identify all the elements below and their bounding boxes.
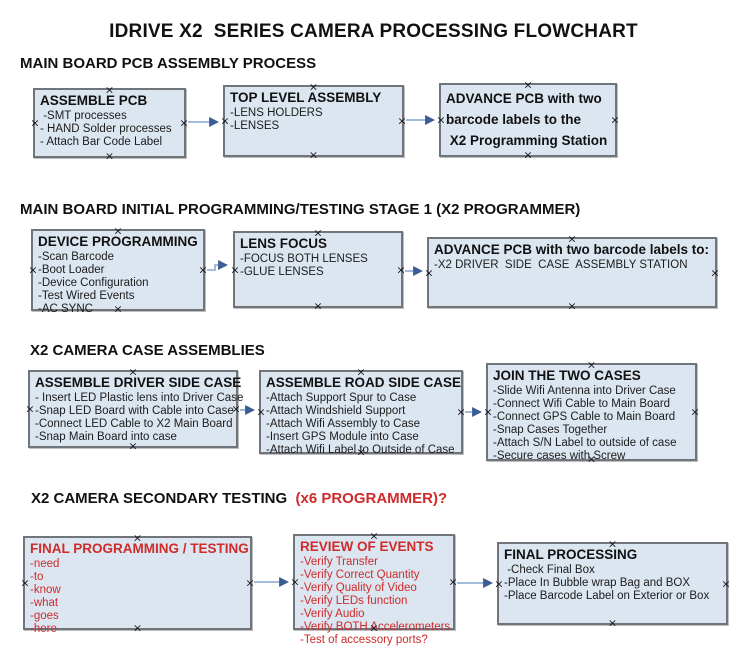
box-item: -Attach Wifi Label to Outside of Case [266, 444, 455, 456]
box-item: -what [30, 597, 59, 609]
box-title: TOP LEVEL ASSEMBLY [230, 90, 382, 105]
box-title: ASSEMBLE DRIVER SIDE CASE [35, 375, 242, 390]
box-items: -LENS HOLDERS-LENSES [230, 107, 398, 133]
box-item: -LENSES [230, 120, 280, 132]
box-item: -Snap Cases Together [493, 424, 608, 436]
box-item: -Connect GPS Cable to Main Board [493, 411, 676, 423]
section-heading-text: X2 CAMERA SECONDARY TESTING [31, 490, 288, 507]
box-item: -Snap LED Board with Cable into Case [35, 405, 234, 417]
box-item: -know [30, 584, 61, 596]
box-item: -Test Wired Events [38, 290, 135, 302]
box-items: -need-to-know-what-goes-here [30, 558, 246, 636]
box-item: -here [30, 623, 57, 635]
box-items: -Slide Wifi Antenna into Driver Case-Con… [493, 385, 691, 463]
box-title: REVIEW OF EVENTS [300, 539, 434, 554]
section-heading-initial-programming: MAIN BOARD INITIAL PROGRAMMING/TESTING S… [20, 201, 580, 218]
box-item: -FOCUS BOTH LENSES [240, 253, 368, 265]
flow-box-advance-pcb-programming-station[interactable]: ADVANCE PCB with two barcode labels to t… [436, 80, 619, 161]
flow-box-lens-focus[interactable]: LENS FOCUS -FOCUS BOTH LENSES-GLUE LENSE… [230, 228, 405, 312]
box-item: -Connect LED Cable to X2 Main Board [35, 418, 233, 430]
section-heading-text: X2 CAMERA CASE ASSEMBLIES [30, 342, 265, 359]
box-item: -goes [30, 610, 59, 622]
box-item: -Scan Barcode [38, 251, 115, 263]
box-title: ADVANCE PCB with two barcode labels to t… [446, 91, 608, 148]
box-item: -Verify Quality of Video [300, 582, 417, 594]
box-title: JOIN THE TWO CASES [493, 368, 641, 383]
box-items: -Check Final Box-Place In Bubble wrap Ba… [504, 564, 722, 603]
flow-box-review-of-events[interactable]: REVIEW OF EVENTS -Verify Transfer-Verify… [290, 531, 457, 647]
flow-box-join-the-two-cases[interactable]: JOIN THE TWO CASES -Slide Wifi Antenna i… [483, 360, 699, 465]
box-item: -Boot Loader [38, 264, 105, 276]
box-item: -Attach Support Spur to Case [266, 392, 417, 404]
box-item: -Place In Bubble wrap Bag and BOX [504, 577, 691, 589]
box-items: -Verify Transfer-Verify Correct Quantity… [300, 556, 451, 647]
box-item: -Slide Wifi Antenna into Driver Case [493, 385, 676, 397]
box-item: -need [30, 558, 60, 570]
box-item: -Verify LEDs function [300, 595, 408, 607]
box-item: -GLUE LENSES [240, 266, 324, 278]
flow-box-top-level-assembly[interactable]: TOP LEVEL ASSEMBLY -LENS HOLDERS-LENSES … [220, 82, 406, 161]
box-title: FINAL PROCESSING [504, 547, 638, 562]
box-items: -FOCUS BOTH LENSES-GLUE LENSES [240, 253, 397, 279]
box-item: -Verify BOTH Accelerometers [300, 621, 451, 633]
section-heading-text: MAIN BOARD INITIAL PROGRAMMING/TESTING S… [20, 201, 581, 218]
box-item: -LENS HOLDERS [230, 107, 323, 119]
box-item: -Verify Correct Quantity [300, 569, 420, 581]
box-item: -SMT processes [40, 110, 127, 122]
flow-box-advance-pcb-driver-side-station[interactable]: ADVANCE PCB with two barcode labels to: … [424, 234, 719, 312]
box-item: -Connect Wifi Cable to Main Board [493, 398, 671, 410]
section-heading-text: MAIN BOARD PCB ASSEMBLY PROCESS [20, 55, 317, 72]
page-title: IDRIVE X2 SERIES CAMERA PROCESSING FLOWC… [109, 21, 638, 42]
flow-box-assemble-road-side-case[interactable]: ASSEMBLE ROAD SIDE CASE -Attach Support … [256, 367, 465, 458]
flow-box-final-processing[interactable]: FINAL PROCESSING -Check Final Box-Place … [494, 539, 730, 629]
box-title: DEVICE PROGRAMMING [38, 234, 198, 249]
box-items: -X2 DRIVER SIDE CASE ASSEMBLY STATION [434, 259, 711, 272]
box-items: -Scan Barcode-Boot Loader-Device Configu… [38, 251, 199, 316]
box-title: ASSEMBLE PCB [40, 93, 148, 108]
section-heading-secondary-testing: X2 CAMERA SECONDARY TESTING (x6 PROGRAMM… [31, 490, 447, 507]
box-item: -Device Configuration [38, 277, 149, 289]
box-item: -Attach Wifi Assembly to Case [266, 418, 421, 430]
box-item: -Place Barcode Label on Exterior or Box [504, 590, 710, 602]
box-item: -Snap Main Board into case [35, 431, 177, 443]
box-title: FINAL PROGRAMMING / TESTING [30, 541, 249, 556]
box-title: LENS FOCUS [240, 236, 328, 251]
box-item: - Attach Bar Code Label [40, 136, 163, 148]
box-item: -Insert GPS Module into Case [266, 431, 419, 443]
box-item: -Verify Audio [300, 608, 365, 620]
box-item: -Verify Transfer [300, 556, 378, 568]
box-item: -AC SYNC [38, 303, 93, 315]
flow-box-assemble-pcb[interactable]: ASSEMBLE PCB -SMT processes- HAND Solder… [30, 85, 188, 162]
box-items: -Attach Support Spur to Case-Attach Wind… [266, 392, 457, 457]
section-heading-pcb-assembly: MAIN BOARD PCB ASSEMBLY PROCESS [20, 55, 316, 72]
flow-arrow[interactable] [207, 260, 228, 271]
box-item: -Test of accessory ports? [300, 634, 428, 646]
box-title: ADVANCE PCB with two barcode labels to: [434, 242, 710, 257]
box-items: -SMT processes- HAND Solder processes- A… [40, 110, 180, 149]
box-item: - HAND Solder processes [40, 123, 172, 135]
box-title: ASSEMBLE ROAD SIDE CASE [266, 375, 462, 390]
box-item: -Check Final Box [504, 564, 595, 576]
section-heading-case-assemblies: X2 CAMERA CASE ASSEMBLIES [30, 342, 265, 359]
box-item: -X2 DRIVER SIDE CASE ASSEMBLY STATION [434, 259, 688, 271]
box-item: -to [30, 571, 44, 583]
box-item: -Attach S/N Label to outside of case [493, 437, 677, 449]
box-item: -Attach Windshield Support [266, 405, 406, 417]
flow-box-assemble-driver-side-case[interactable]: ASSEMBLE DRIVER SIDE CASE - Insert LED P… [25, 367, 243, 452]
box-items: - Insert LED Plastic lens into Driver Ca… [35, 392, 243, 444]
section-heading-red-text: (x6 PROGRAMMER)? [287, 490, 448, 507]
flow-box-final-programming-testing[interactable]: FINAL PROGRAMMING / TESTING -need-to-kno… [20, 533, 254, 636]
box-item: -Secure cases with Screw [493, 450, 626, 462]
